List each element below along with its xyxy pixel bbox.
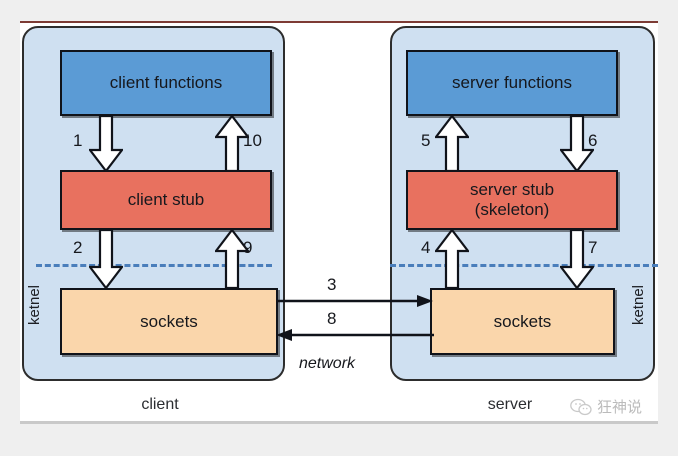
network-label: network [299,355,356,372]
arrow-server-functions-to-stub [560,116,594,172]
arrow-client-functions-to-stub [89,116,123,172]
arrow-client-stub-to-functions [215,116,249,172]
server-kernel-label: ketnel [630,285,647,326]
step-number-1: 1 [73,131,83,150]
server-sockets-box: sockets [430,288,615,355]
arrow-network-request [276,293,434,309]
step-number-8: 8 [327,309,337,328]
server-functions-label: server functions [452,73,572,93]
arrow-server-stub-to-functions [435,116,469,172]
server-stub-label-line1: server stub [469,180,555,200]
server-kernel-boundary [390,264,658,267]
server-caption: server [487,396,533,413]
client-sockets-label: sockets [140,311,198,331]
figure-bottom-rule [20,421,658,424]
client-caption: client [141,396,179,413]
watermark-text: 狂神说 [597,398,643,416]
client-functions-box: client functions [60,50,272,116]
wechat-icon [570,398,592,415]
step-number-10: 10 [243,131,262,150]
client-kernel-label: ketnel [26,285,43,326]
client-stub-box: client stub [60,170,272,230]
step-number-7: 7 [588,238,598,257]
client-kernel-boundary [36,264,272,267]
step-number-9: 9 [243,238,253,257]
arrow-server-sockets-to-stub [435,230,469,289]
step-number-5: 5 [421,131,431,150]
client-functions-label: client functions [109,73,223,93]
arrow-server-stub-to-sockets [560,230,594,289]
server-functions-box: server functions [406,50,618,116]
watermark: 狂神说 [570,396,642,417]
arrow-client-sockets-to-stub [215,230,249,289]
server-stub-label-line2: (skeleton) [474,200,550,219]
server-sockets-label: sockets [493,311,552,331]
arrow-client-stub-to-sockets [89,230,123,289]
step-number-6: 6 [588,131,598,150]
arrow-network-reply [276,327,434,343]
client-stub-label: client stub [127,190,205,210]
step-number-2: 2 [73,238,83,257]
step-number-3: 3 [327,275,337,294]
server-stub-box: server stub (skeleton) [406,170,618,230]
client-sockets-box: sockets [60,288,278,355]
step-number-4: 4 [421,238,431,257]
